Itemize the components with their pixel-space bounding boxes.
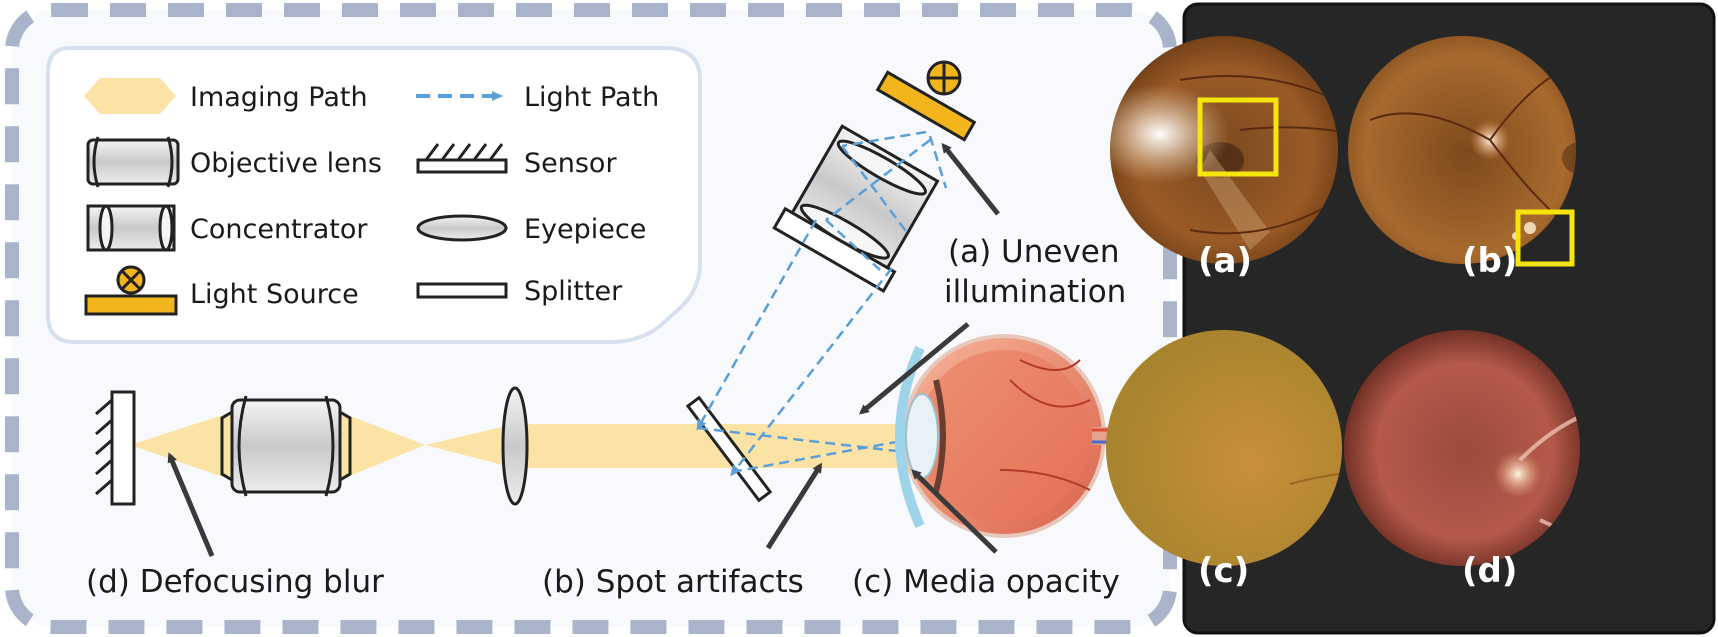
legend-splitter: Splitter (524, 276, 623, 307)
legend-sensor: Sensor (524, 148, 617, 179)
legend-imaging-path: Imaging Path (190, 82, 368, 113)
label-media-opacity: (c) Media opacity (852, 564, 1120, 600)
imaging-path-beam (425, 424, 515, 468)
fundus-image-d (1344, 330, 1580, 566)
fundus-image-c (1106, 330, 1342, 566)
legend-objective-lens: Objective lens (190, 148, 382, 179)
label-defocusing-blur: (d) Defocusing blur (86, 564, 384, 600)
light-path-rays (696, 130, 1063, 477)
panel-label-a: (a) (1198, 241, 1252, 281)
splitter-icon (416, 282, 508, 299)
splitter (685, 395, 773, 503)
light-source (875, 60, 977, 142)
imaging-path-beam (130, 412, 232, 480)
panel-label-d: (d) (1462, 551, 1517, 591)
label-uneven-illumination: (a) Uneven (948, 234, 1120, 270)
eyepiece-icon (416, 214, 508, 242)
legend-concentrator: Concentrator (190, 214, 368, 245)
fundus-image-a (1110, 36, 1338, 264)
label-spot-artifacts: (b) Spot artifacts (542, 564, 804, 600)
objective-lens (220, 395, 352, 497)
legend-light-source: Light Source (190, 279, 359, 310)
imaging-path-swatch-icon (84, 78, 176, 114)
light-source-icon (84, 265, 178, 316)
legend-eyepiece: Eyepiece (524, 214, 646, 245)
label-uneven-illumination-2: illumination (944, 274, 1126, 310)
eyepiece (501, 386, 529, 506)
artifact-highlight-box (1515, 209, 1575, 267)
sensor (95, 390, 136, 506)
artifact-highlight-box (1197, 97, 1279, 177)
eye-cross-section (895, 334, 1118, 538)
legend-box (46, 46, 702, 344)
fundus-image-b (1348, 36, 1576, 264)
imaging-path-beam (340, 412, 425, 480)
panel-label-c: (c) (1198, 551, 1249, 591)
annotation-arrows (167, 142, 1000, 557)
legend-light-path: Light Path (524, 82, 659, 113)
objective-lens-icon (86, 136, 180, 188)
concentrator-icon (86, 204, 176, 252)
sensor-icon (416, 143, 508, 174)
panel-label-b: (b) (1462, 241, 1517, 281)
